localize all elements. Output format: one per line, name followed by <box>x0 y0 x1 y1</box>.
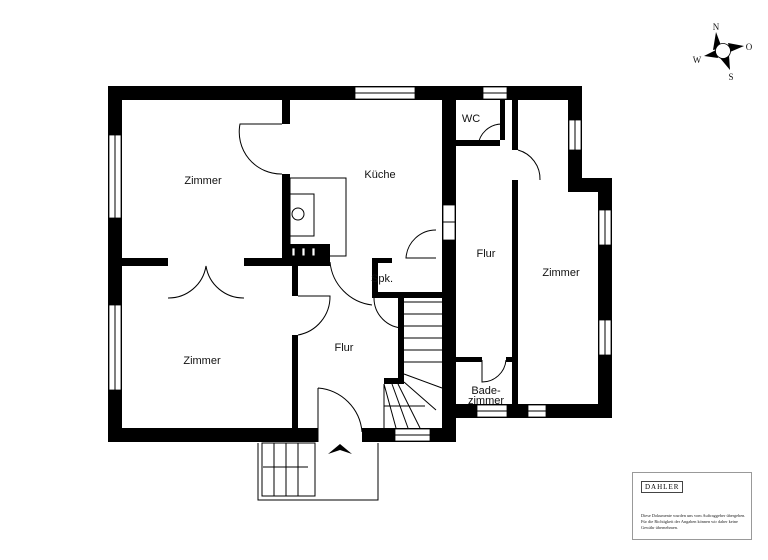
entrance-steps <box>257 442 379 501</box>
legend-box: DAHLER Diese Dokumente wurden uns vom Au… <box>632 472 752 540</box>
compass-o: O <box>746 42 753 52</box>
room-label-bad-1: Bade- <box>471 385 501 397</box>
disclaimer-text: Diese Dokumente wurden uns vom Auftragge… <box>641 513 746 530</box>
room-label-zimmer-east: Zimmer <box>542 267 580 279</box>
compass-w: W <box>693 55 702 65</box>
staircase <box>383 301 443 429</box>
room-label-zimmer-sw: Zimmer <box>183 355 221 367</box>
interior-walls <box>122 100 518 428</box>
exterior-walls <box>108 86 612 442</box>
room-label-kueche: Küche <box>364 169 395 181</box>
windows <box>108 86 612 442</box>
room-label-zimmer-nw: Zimmer <box>184 175 222 187</box>
room-labels: Zimmer Küche Spk. Flur Zimmer Zimmer Flu… <box>183 113 580 407</box>
room-label-wc: WC <box>462 113 480 125</box>
room-label-flur-east: Flur <box>477 248 496 260</box>
room-label-bad-2: zimmer <box>468 395 504 407</box>
compass-s: S <box>728 72 733 82</box>
doors <box>167 123 541 442</box>
compass-icon: N O S W <box>693 22 753 82</box>
brand-logo: DAHLER <box>641 481 684 493</box>
room-label-spk: Spk. <box>371 273 393 285</box>
room-label-flur-main: Flur <box>335 342 354 354</box>
kitchen-stove <box>289 177 347 257</box>
compass-n: N <box>713 22 720 32</box>
entrance-arrow-icon <box>328 444 352 454</box>
